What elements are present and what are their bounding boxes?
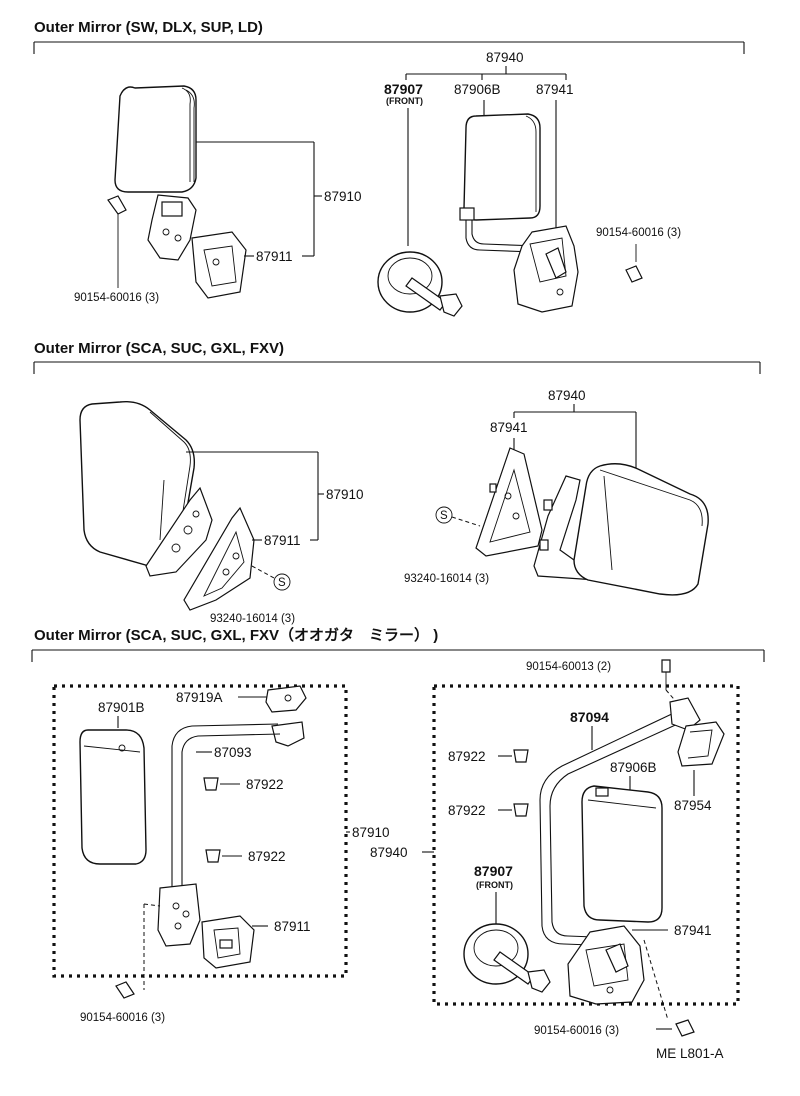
s-mark-left: S	[278, 577, 286, 589]
cap-icon	[513, 803, 529, 817]
stay-clamp-left	[265, 685, 307, 747]
screw-icon	[675, 1019, 695, 1037]
seal-mark-icon	[273, 573, 291, 591]
mirror-stay-right-3	[539, 711, 683, 947]
label-screw-left-2: 93240-16014 (3)	[210, 613, 295, 625]
cap-icon	[205, 849, 221, 863]
label-87941: 87941	[536, 82, 574, 97]
label-87906b-3: 87906B	[610, 760, 657, 775]
label-87954: 87954	[674, 798, 712, 813]
gasket-left-2	[183, 506, 255, 611]
label-87907-3: 87907	[474, 863, 513, 879]
label-87940-2: 87940	[548, 388, 586, 403]
mirror-head-right	[459, 113, 541, 221]
label-87911: 87911	[256, 249, 293, 264]
screw-icon	[115, 981, 135, 999]
assembly-box-right	[432, 684, 740, 1006]
label-87911-3: 87911	[274, 919, 311, 934]
label-87093: 87093	[214, 745, 252, 760]
label-87910: 87910	[324, 189, 362, 204]
screw-icon	[661, 659, 671, 690]
label-87922-b: 87922	[248, 849, 286, 864]
front-mirror-right-3	[463, 923, 551, 993]
mirror-stay-right	[465, 220, 539, 253]
section-title-3: Outer Mirror (SCA, SUC, GXL, FXV（オオガタ ミラ…	[34, 626, 438, 644]
front-mirror-right	[377, 251, 463, 317]
mirror-head-right-2	[573, 463, 709, 596]
label-87910-3: 87910	[352, 825, 390, 840]
assembly-box-left	[52, 684, 348, 978]
mirror-base-left-3	[157, 883, 201, 947]
label-screw-top: 90154-60013 (2)	[526, 661, 611, 673]
label-87941-2: 87941	[490, 420, 528, 435]
label-87901b: 87901B	[98, 700, 145, 715]
label-87922-a: 87922	[246, 777, 284, 792]
gasket-left-3	[201, 915, 255, 969]
diagram-code: ME L801-A	[656, 1046, 724, 1061]
label-87940: 87940	[486, 50, 524, 65]
mirror-base-left-2	[145, 486, 213, 577]
label-screw-left: 90154-60016 (3)	[74, 292, 159, 304]
mirror-bracket-right	[513, 225, 579, 313]
label-87922-d: 87922	[448, 803, 486, 818]
label-87910-2: 87910	[326, 487, 364, 502]
s-mark-right: S	[440, 510, 448, 522]
label-87906b: 87906B	[454, 82, 501, 97]
section-title-1: Outer Mirror (SW, DLX, SUP, LD)	[34, 19, 263, 36]
screw-icon	[107, 195, 127, 288]
mirror-base-left	[147, 194, 197, 261]
label-87094: 87094	[570, 709, 609, 725]
label-screw-left-3: 90154-60016 (3)	[80, 1012, 165, 1024]
label-87941-3: 87941	[674, 923, 712, 938]
cap-icon	[203, 777, 219, 791]
label-front-3: (FRONT)	[476, 880, 513, 890]
label-87922-c: 87922	[448, 749, 486, 764]
mirror-glass-left-3	[79, 729, 147, 865]
gasket-right-2	[475, 447, 543, 557]
screw-icon	[625, 244, 643, 283]
mirror-stay-left-3	[171, 723, 281, 888]
label-87911-2: 87911	[264, 533, 301, 548]
section-frame-3	[31, 649, 765, 662]
mirror-glass-right-3	[581, 785, 663, 923]
seal-mark-icon	[435, 506, 453, 524]
label-87907: 87907	[384, 81, 423, 97]
label-front: (FRONT)	[386, 96, 423, 106]
mirror-bracket-right-3	[567, 925, 645, 1005]
cap-icon	[513, 749, 529, 763]
label-screw-right-2: 93240-16014 (3)	[404, 573, 489, 585]
mirror-head-left	[114, 85, 197, 193]
stay-clamp-right	[669, 697, 725, 767]
gasket-left	[191, 231, 247, 299]
label-screw-right: 90154-60016 (3)	[596, 227, 681, 239]
section-title-2: Outer Mirror (SCA, SUC, GXL, FXV)	[34, 340, 284, 357]
section-frame-2	[33, 361, 761, 374]
label-87919a: 87919A	[176, 690, 223, 705]
label-87940-3: 87940	[370, 845, 408, 860]
label-screw-bottom: 90154-60016 (3)	[534, 1025, 619, 1037]
section-frame-1	[33, 41, 745, 54]
